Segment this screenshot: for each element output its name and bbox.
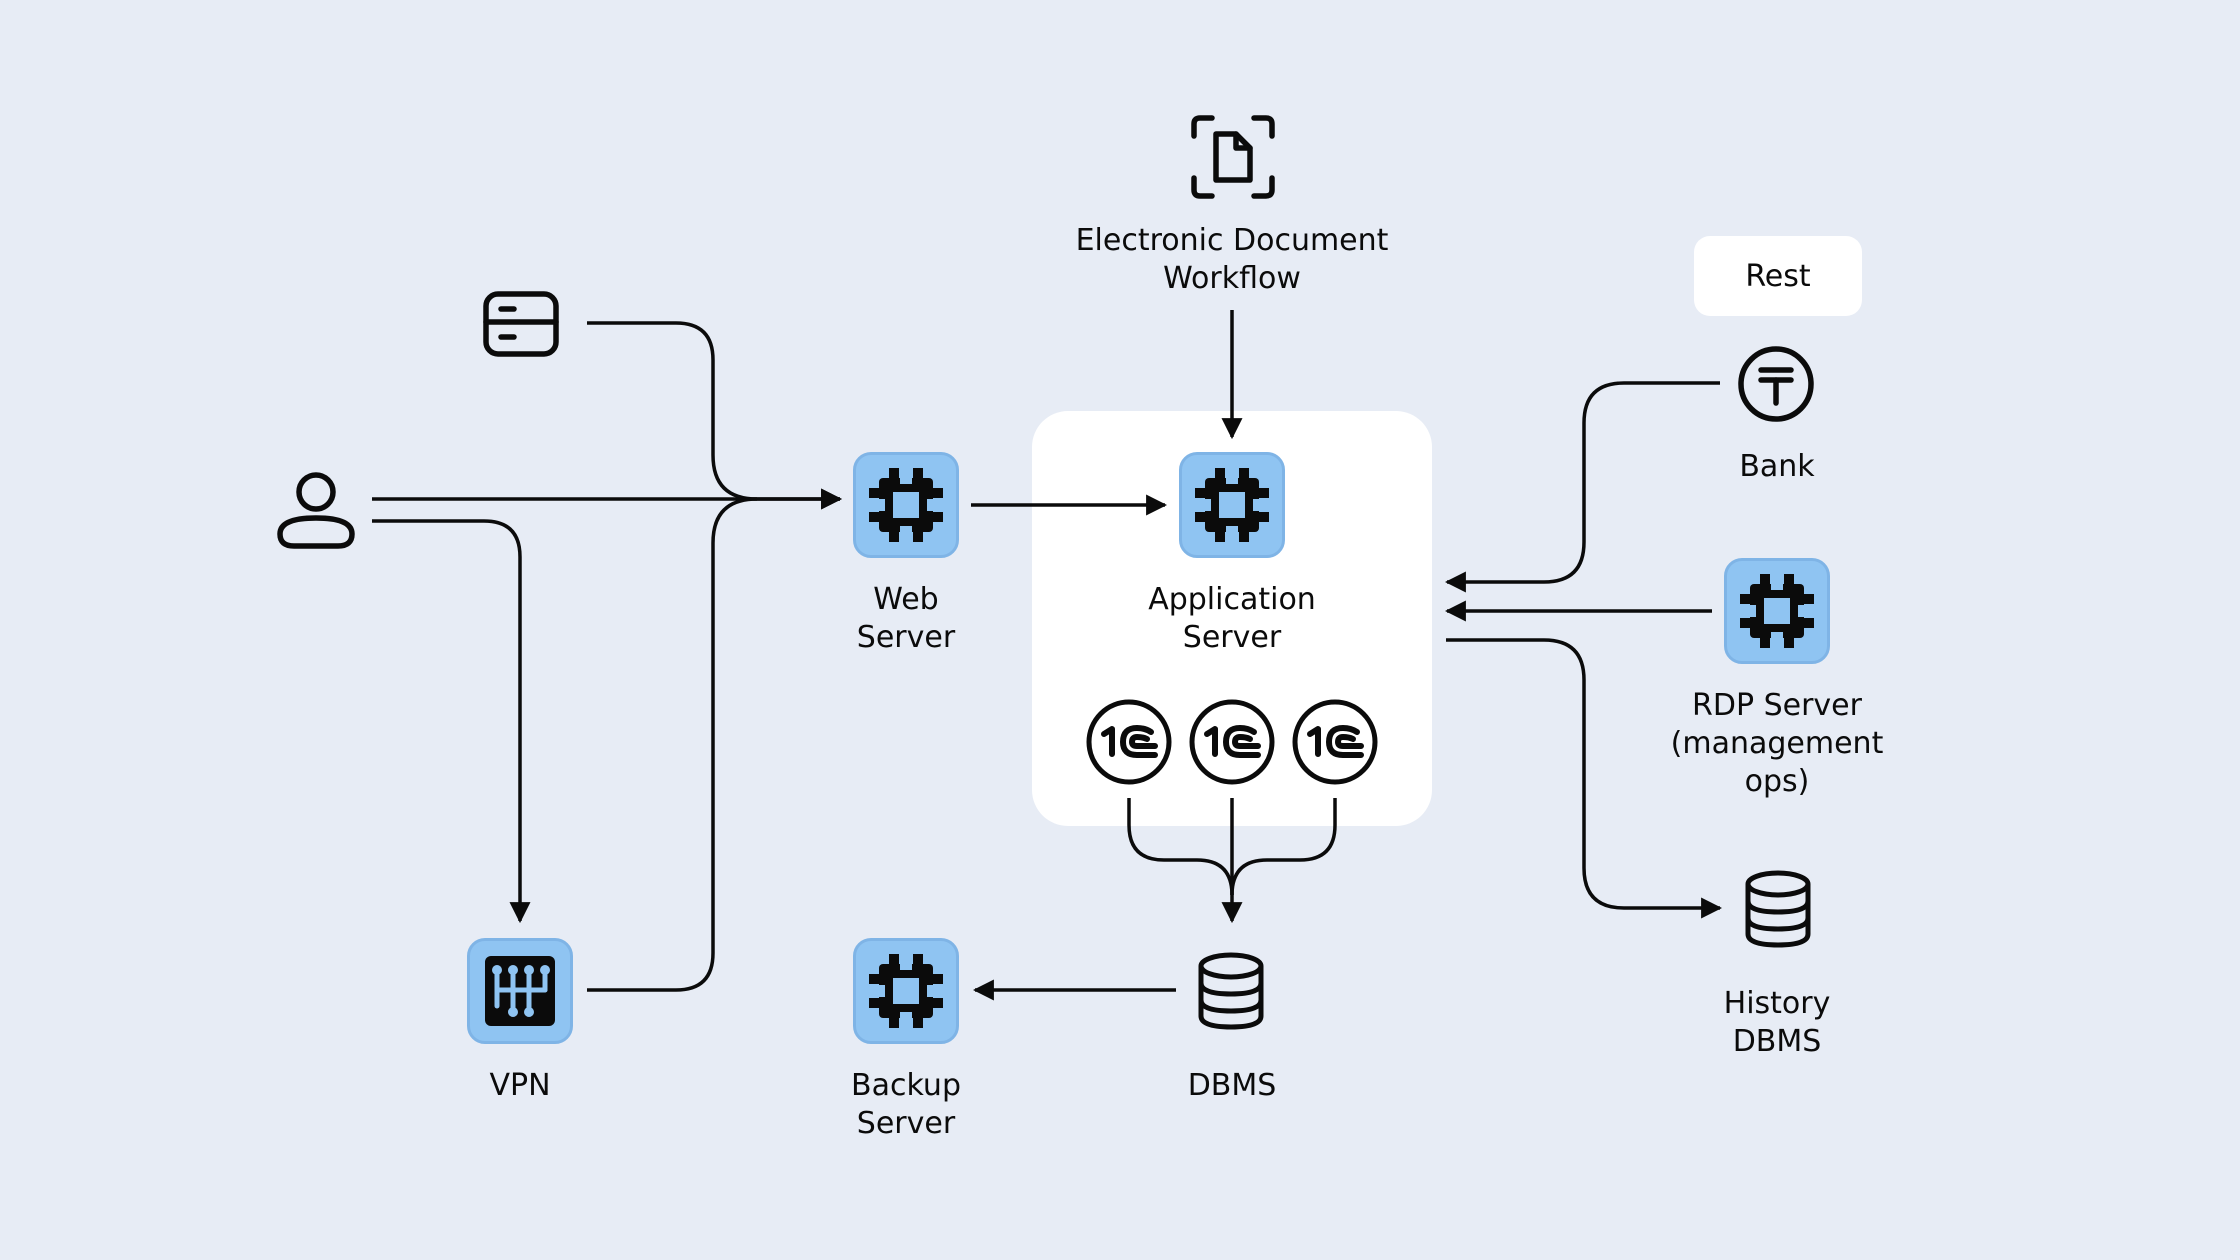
database-icon: [1198, 952, 1264, 1030]
user-icon: [277, 472, 355, 549]
web-server-label: Web Server: [856, 582, 956, 655]
history-dbms-label: History DBMS: [1723, 986, 1831, 1059]
edge-1c-left-to-dbms: [1127, 798, 1234, 896]
edge-vpn-to-web: [587, 497, 758, 992]
card-icon: [483, 291, 559, 357]
bank-label: Bank: [1739, 449, 1815, 484]
1c-icon: [1189, 699, 1275, 785]
edge-card-to-web: [587, 321, 843, 510]
vpn-icon: [467, 938, 573, 1044]
1c-icon: [1086, 699, 1172, 785]
edw-label: Electronic Document Workflow: [1075, 223, 1389, 296]
rdp-server-label: RDP Server (management ops): [1670, 688, 1884, 799]
database-icon: [1745, 870, 1811, 948]
backup-server-icon: [853, 938, 959, 1044]
document-scan-icon: [1191, 115, 1275, 199]
1c-icon: [1292, 699, 1378, 785]
web-server-icon: [853, 452, 959, 558]
vpn-label: VPN: [489, 1068, 551, 1103]
backup-server-label: Backup Server: [851, 1068, 961, 1141]
edge-user-to-vpn: [372, 519, 531, 924]
edge-app-to-history: [1446, 638, 1723, 919]
tenge-icon: [1738, 346, 1814, 422]
application-server-label: Application Server: [1148, 582, 1316, 655]
edge-1c-right-to-dbms: [1230, 798, 1337, 896]
edge-bank-to-app: [1444, 381, 1720, 593]
rdp-server-icon: [1724, 558, 1830, 664]
application-server-icon: [1179, 452, 1285, 558]
rest-label: Rest: [1694, 236, 1862, 316]
dbms-label: DBMS: [1187, 1068, 1277, 1103]
